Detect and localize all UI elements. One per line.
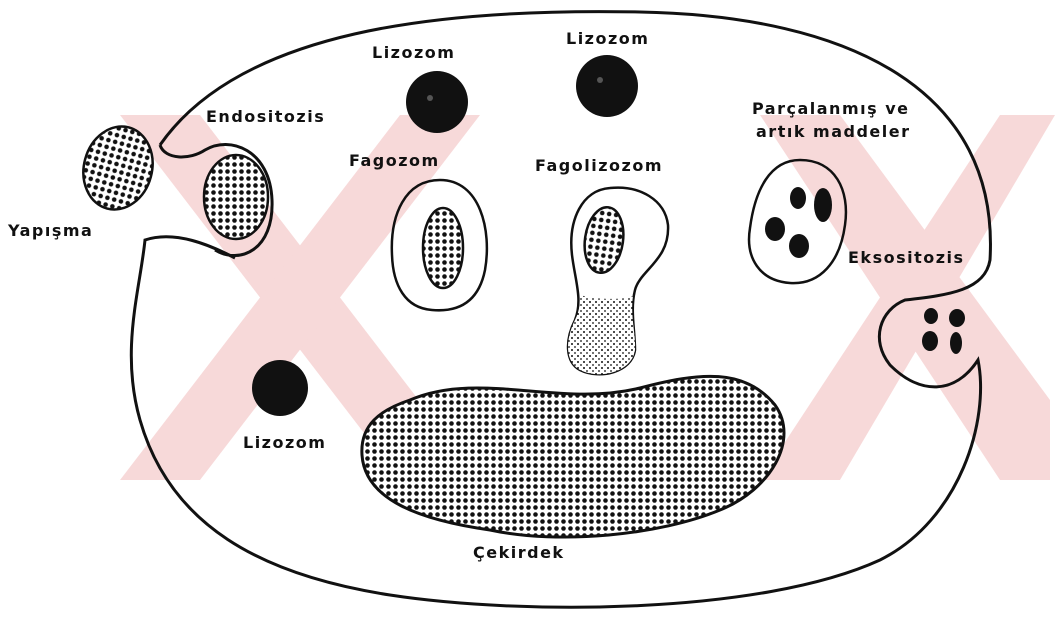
label-exocytosis: Eksositozis xyxy=(848,248,965,267)
nucleus xyxy=(362,376,784,537)
exocytosis-fragment xyxy=(922,331,938,351)
lysosome-2 xyxy=(576,55,638,117)
exocytosis-fragment xyxy=(949,309,965,327)
residual-fragment xyxy=(789,234,809,258)
label-lysosome-2: Lizozom xyxy=(566,29,649,48)
label-residual-line2: artık maddeler xyxy=(756,122,910,141)
label-phagosome: Fagozom xyxy=(349,151,440,170)
residual-fragment xyxy=(790,187,806,209)
residual-fragment xyxy=(814,188,832,222)
lysosome-speck xyxy=(427,95,433,101)
lysosome-speck xyxy=(597,77,603,83)
label-adhesion: Yapışma xyxy=(7,221,93,240)
label-lysosome-3: Lizozom xyxy=(243,433,326,452)
exocytosis-fragment xyxy=(950,332,962,354)
label-lysosome-1: Lizozom xyxy=(372,43,455,62)
label-phagolysosome: Fagolizozom xyxy=(535,156,663,175)
lysosome-3 xyxy=(252,360,308,416)
phagosome-particle xyxy=(423,208,463,288)
residual-fragment xyxy=(765,217,785,241)
label-residual-line1: Parçalanmış ve xyxy=(752,99,909,118)
label-nucleus: Çekirdek xyxy=(473,543,565,562)
label-endocytosis: Endositozis xyxy=(206,107,325,126)
exocytosis-fragment xyxy=(924,308,938,324)
lysosome-1 xyxy=(406,71,468,133)
endocytosis-particle xyxy=(204,155,268,239)
phagolysosome-particle xyxy=(581,205,628,276)
